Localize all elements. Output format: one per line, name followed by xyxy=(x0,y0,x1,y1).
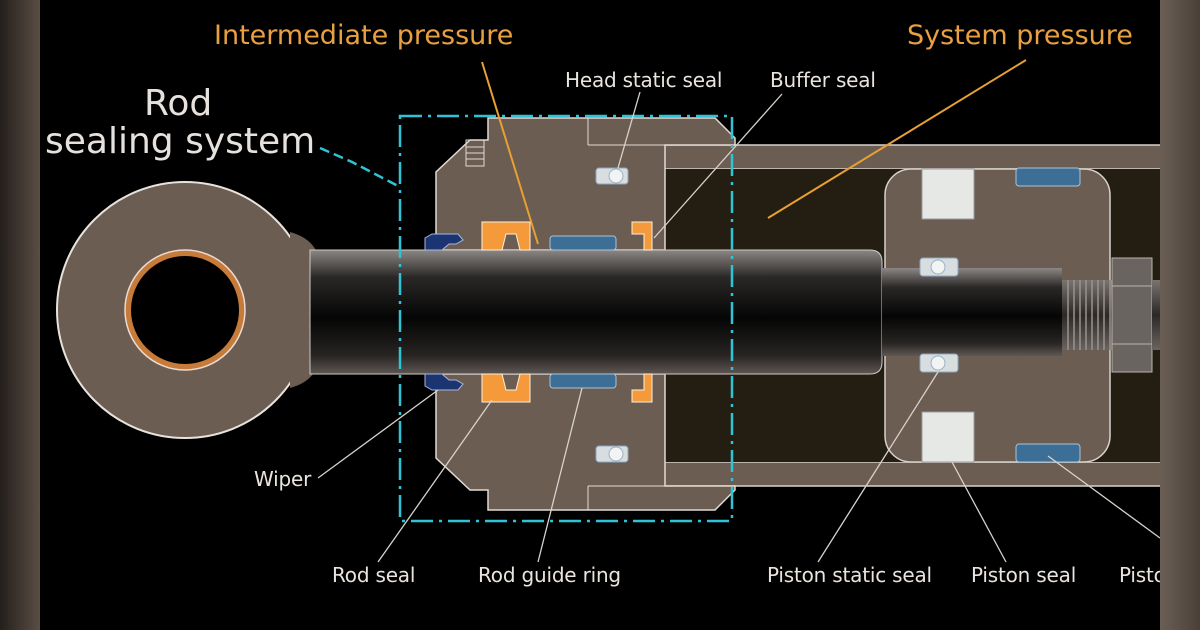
buffer-seal-top xyxy=(631,221,653,251)
piston-nut xyxy=(1111,257,1153,373)
rod-seal-label: Rod seal xyxy=(332,563,416,587)
rod-guide-ring-bottom xyxy=(549,373,617,389)
piston-static-seal-bottom xyxy=(930,355,946,371)
piston-seal-top xyxy=(921,168,975,220)
diagram-stage: Intermediate pressure System pressure Ro… xyxy=(40,0,1160,630)
piston-static-seal-label: Piston static seal xyxy=(767,563,932,587)
piston-seal-label: Piston seal xyxy=(971,563,1077,587)
wiper-bottom xyxy=(424,373,464,391)
rod-guide-ring-top xyxy=(549,235,617,251)
leader-lines xyxy=(317,59,1160,563)
rod-seal-top xyxy=(481,221,531,251)
hydraulic-cylinder-cutaway xyxy=(56,59,1160,563)
head-static-seal-top xyxy=(608,168,624,184)
buffer-seal-label: Buffer seal xyxy=(770,68,876,92)
left-frame-edge xyxy=(0,0,40,630)
wiper-top xyxy=(424,233,464,251)
rod-sealing-system-label-line2: sealing system xyxy=(45,121,316,162)
head-static-seal-bottom xyxy=(608,446,624,462)
wiper-label: Wiper xyxy=(254,467,312,491)
rod-guide-ring-label: Rod guide ring xyxy=(478,563,621,587)
bleed-screw xyxy=(465,139,485,167)
intermediate-pressure-label: Intermediate pressure xyxy=(214,20,514,51)
piston-guide-top xyxy=(1015,167,1081,187)
piston-static-seal-top xyxy=(930,259,946,275)
rod-eye xyxy=(56,181,318,439)
head-seals xyxy=(424,167,959,463)
piston-rod xyxy=(309,249,1160,375)
rod-sealing-system-boundary xyxy=(398,114,734,523)
rod-seal-bottom xyxy=(481,373,531,403)
group-leader-line xyxy=(319,146,399,188)
system-pressure-label: System pressure xyxy=(907,20,1133,51)
piston-seal-bottom xyxy=(921,411,975,463)
rod-thread xyxy=(1062,280,1114,350)
head-static-seal-label: Head static seal xyxy=(565,68,723,92)
right-frame-edge xyxy=(1160,0,1200,630)
piston-guide-bottom xyxy=(1015,443,1081,463)
cylinder-head xyxy=(435,117,736,511)
rod-sealing-system-label-line1: Rod xyxy=(144,83,213,124)
buffer-seal-bottom xyxy=(631,373,653,403)
piston-guide-label-truncated: Pisto xyxy=(1119,563,1160,587)
